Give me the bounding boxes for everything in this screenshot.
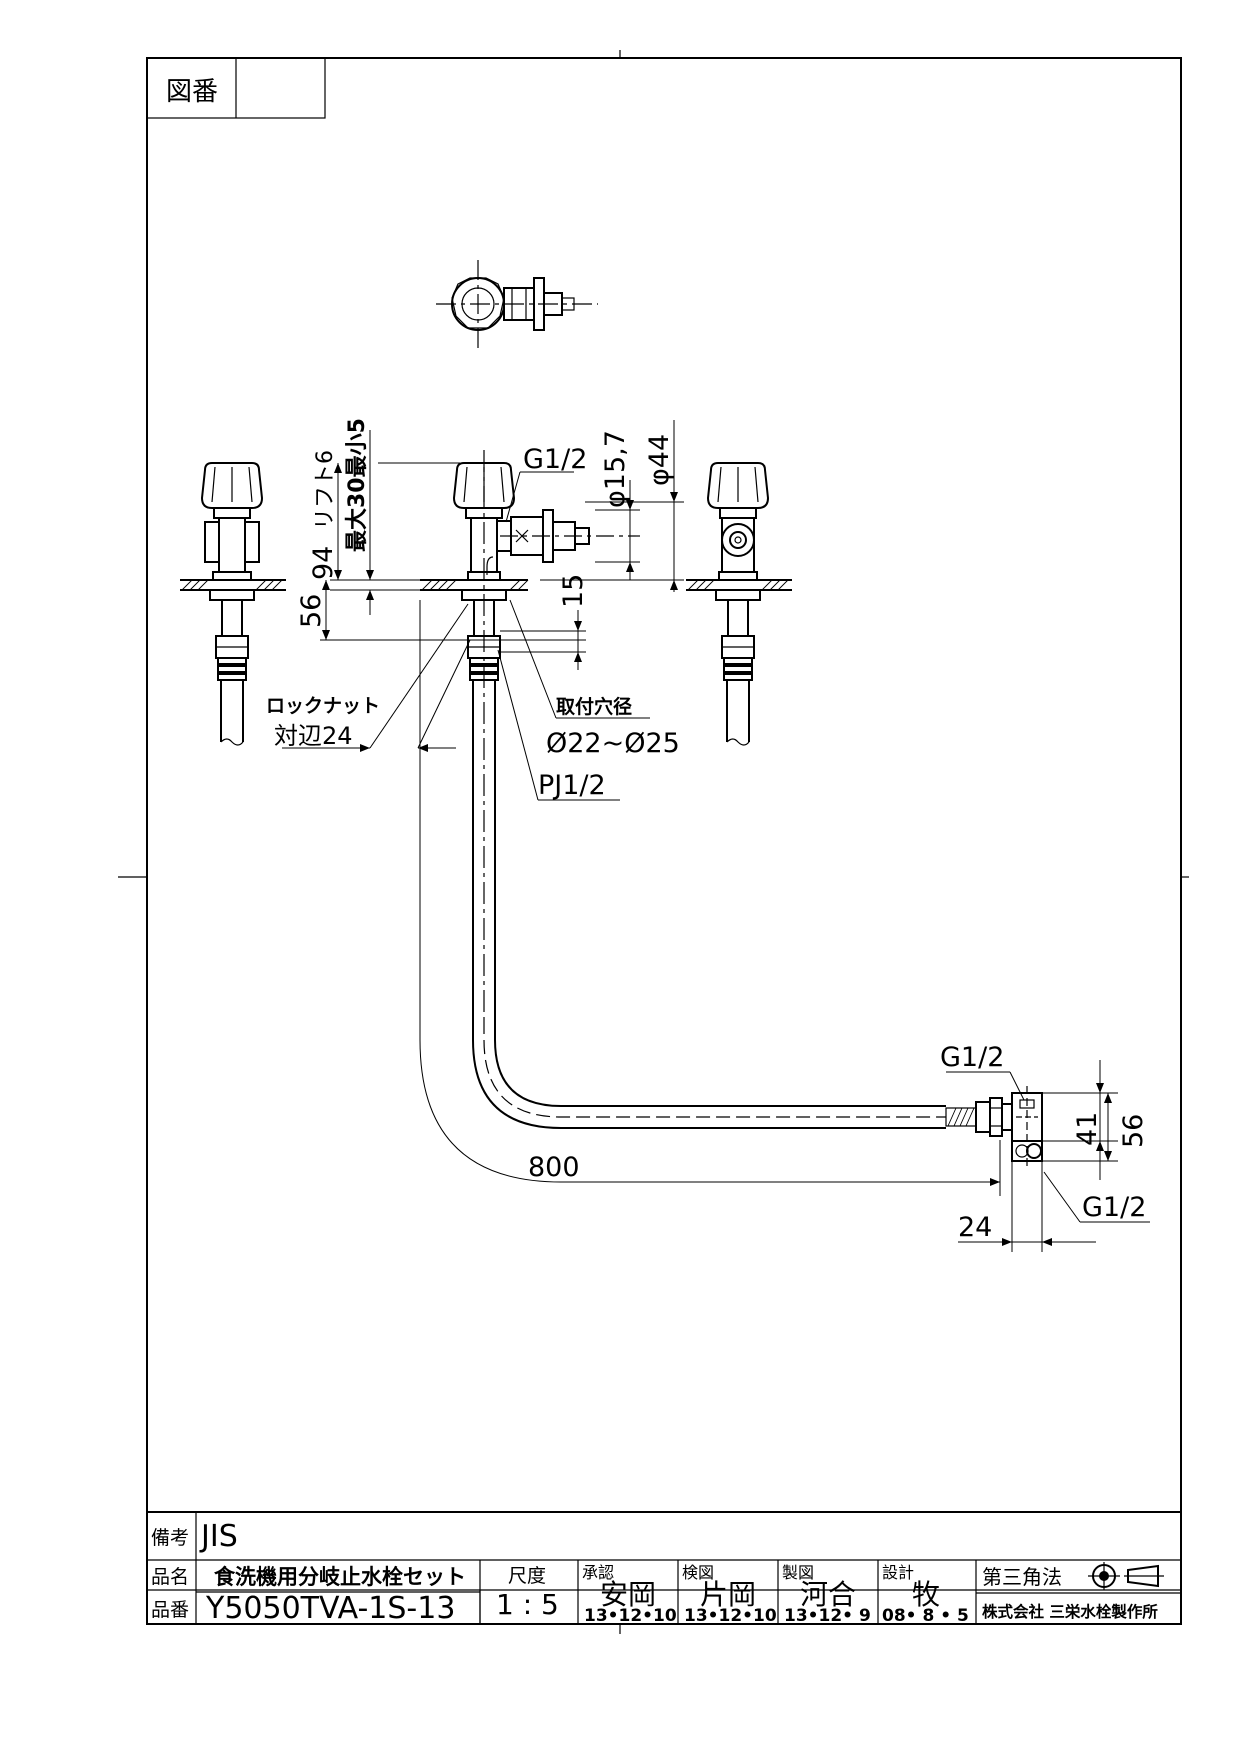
dim-56: 56 xyxy=(296,594,327,628)
dim-g12-hose-top: G1/2 xyxy=(940,1042,1004,1073)
checked-label: 検図 xyxy=(682,1563,714,1582)
third-angle-projection-icon xyxy=(1088,1562,1164,1590)
dim-lift6: リフト6 xyxy=(313,450,338,530)
drawing-number-box: 図番 xyxy=(146,57,326,119)
dimension-labels: G1/2 φ15,7 φ44 最大30最小5 リフト6 94 56 15 取付穴… xyxy=(266,418,1149,1243)
top-view xyxy=(436,260,598,348)
dim-pj12: PJ1/2 xyxy=(538,770,606,801)
dimension-lines xyxy=(282,420,1150,1252)
locknut-label: ロックナット xyxy=(266,695,380,717)
dim-g12-top: G1/2 xyxy=(523,444,587,475)
mount-hole-label: 取付穴径 xyxy=(556,695,632,718)
designed-name: 牧 xyxy=(912,1578,940,1611)
dim-dia-15-7: φ15,7 xyxy=(600,430,631,508)
title-block: 備考 JIS 品名 食洗機用分岐止水栓セット 品番 Y5050TVA-1S-13… xyxy=(147,1511,1181,1626)
dim-24: 24 xyxy=(958,1212,992,1243)
front-view xyxy=(420,450,640,1020)
remarks-value: JIS xyxy=(199,1519,238,1554)
dim-94: 94 xyxy=(308,546,339,580)
mount-hole-value: Ø22~Ø25 xyxy=(546,728,680,759)
product-name-label: 品名 xyxy=(151,1566,189,1588)
scale-label: 尺度 xyxy=(508,1565,546,1587)
product-no-label: 品番 xyxy=(151,1599,189,1621)
product-name-value: 食洗機用分岐止水栓セット xyxy=(214,1565,466,1589)
locknut-value: 対辺24 xyxy=(274,722,353,750)
right-side-view xyxy=(686,462,792,746)
dim-56-right: 56 xyxy=(1118,1114,1149,1148)
drawn-name: 河合 xyxy=(800,1578,856,1611)
dim-dia-44: φ44 xyxy=(644,434,675,486)
dim-g12-hose-bottom: G1/2 xyxy=(1082,1192,1146,1223)
product-no-value: Y5050TVA-1S-13 xyxy=(205,1591,455,1626)
projection-label: 第三角法 xyxy=(982,1565,1062,1589)
checked-date: 13•12•10 xyxy=(684,1606,777,1626)
left-side-view xyxy=(180,462,286,746)
remarks-label: 備考 xyxy=(151,1527,189,1549)
approved-date: 13•12•10 xyxy=(584,1606,677,1626)
approved-label: 承認 xyxy=(582,1563,614,1582)
approved-name: 安岡 xyxy=(600,1578,656,1611)
scale-value: 1 : 5 xyxy=(496,1588,559,1621)
dim-15: 15 xyxy=(558,574,589,608)
dim-max30-min5: 最大30最小5 xyxy=(345,418,370,552)
drawing-frame xyxy=(118,50,1189,1634)
designed-label: 設計 xyxy=(882,1563,914,1582)
drawn-date: 13•12• 9 xyxy=(784,1606,871,1626)
drawing-number-label: 図番 xyxy=(166,77,218,107)
dim-41: 41 xyxy=(1072,1112,1103,1146)
drawn-label: 製図 xyxy=(782,1563,814,1582)
supply-hose xyxy=(472,680,1013,1137)
branch-fitting xyxy=(1011,1086,1043,1170)
company-name: 株式会社 三栄水栓製作所 xyxy=(982,1602,1158,1621)
checked-name: 片岡 xyxy=(700,1578,756,1611)
designed-date: 08• 8 • 5 xyxy=(882,1606,969,1626)
dim-800: 800 xyxy=(528,1152,580,1183)
